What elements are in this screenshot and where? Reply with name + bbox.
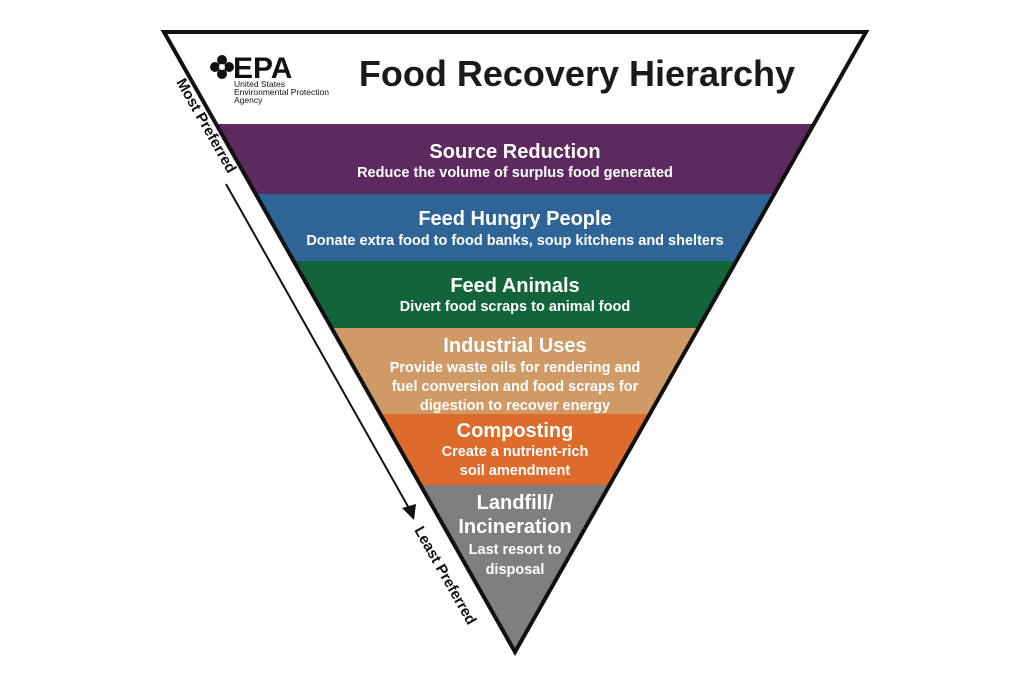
tier-title-feed-animals: Feed Animals: [450, 275, 579, 297]
tier-title-source-reduction: Source Reduction: [429, 141, 600, 163]
tier-title-industrial-uses: Industrial Uses: [443, 335, 586, 357]
preference-arrow: [225, 183, 416, 520]
tier-title-landfill: Landfill/: [477, 492, 554, 514]
epa-logo: EPA United States Environmental Protecti…: [210, 52, 329, 105]
tier-description-industrial-uses: Provide waste oils for rendering and: [390, 360, 641, 376]
agency-line-2: Environmental Protection: [234, 87, 329, 97]
tier-description-composting: Create a nutrient-rich: [442, 444, 589, 460]
tier-description-industrial-uses: digestion to recover energy: [420, 398, 610, 414]
tier-title-feed-hungry-people: Feed Hungry People: [418, 208, 611, 230]
epa-wordmark: EPA: [233, 52, 292, 85]
agency-line-3: Agency: [234, 95, 263, 105]
tier-description-landfill: Last resort to: [469, 542, 562, 558]
tier-description-feed-animals: Divert food scraps to animal food: [400, 299, 630, 315]
tier-band-source-reduction: [164, 124, 866, 194]
page-title: Food Recovery Hierarchy: [359, 53, 795, 94]
tier-title-composting: Composting: [457, 420, 574, 442]
tier-description-composting: soil amendment: [460, 463, 571, 479]
tier-description-industrial-uses: fuel conversion and food scraps for: [392, 379, 639, 395]
tier-description-source-reduction: Reduce the volume of surplus food genera…: [357, 165, 673, 181]
tier-description-landfill: disposal: [486, 562, 545, 578]
pyramid-outline: [160, 30, 870, 657]
tier-title-landfill: Incineration: [458, 516, 571, 538]
tier-description-feed-hungry-people: Donate extra food to food banks, soup ki…: [306, 233, 723, 249]
arrow-head-icon: [402, 504, 416, 520]
epa-flower-icon: [210, 55, 234, 79]
agency-line-1: United States: [234, 79, 285, 89]
